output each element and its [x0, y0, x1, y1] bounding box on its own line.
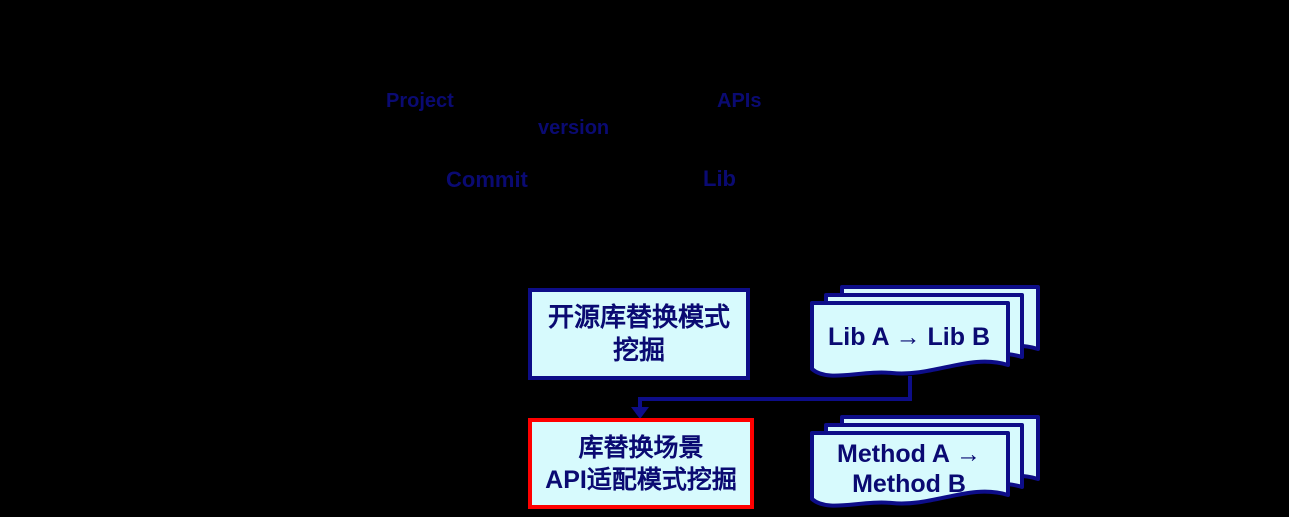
document-shape-front — [810, 431, 1010, 508]
flow-arrow-line — [638, 376, 912, 408]
process-box-lib-replacement-mining: 开源库替换模式 挖掘 — [528, 288, 750, 380]
flow-arrow — [631, 376, 912, 419]
document-stack-method-pairs — [810, 415, 1040, 508]
step2-text-line1: 库替换场景 — [578, 433, 704, 462]
step1-text-line1: 开源库替换模式 — [547, 302, 730, 332]
lib-pairs-label: Lib A → Lib B — [827, 323, 990, 351]
process-box-api-adaptation-mining-text: 库替换场景 API适配模式挖掘 — [545, 432, 737, 496]
entity-label-version: version — [538, 117, 610, 139]
document-shape-front — [810, 301, 1010, 378]
step1-text-line2: 挖掘 — [612, 335, 665, 365]
method-pairs-label-line2: Method B — [852, 470, 966, 498]
entity-label-project: Project — [386, 90, 454, 112]
process-box-api-adaptation-mining: 库替换场景 API适配模式挖掘 — [528, 418, 754, 509]
entity-label-apis: APIs — [717, 90, 762, 112]
method-pairs-label-line1: Method A → — [837, 440, 981, 468]
entity-label-lib: Lib — [703, 166, 736, 191]
method-pairs-label: Method A → Method B — [812, 436, 1006, 502]
document-stack-lib-pairs — [810, 285, 1040, 378]
flow-arrowhead — [631, 407, 649, 419]
process-box-lib-replacement-mining-text: 开源库替换模式 挖掘 — [548, 301, 730, 367]
step2-text-line2: API适配模式挖掘 — [545, 465, 737, 494]
entity-label-commit: Commit — [446, 167, 528, 192]
